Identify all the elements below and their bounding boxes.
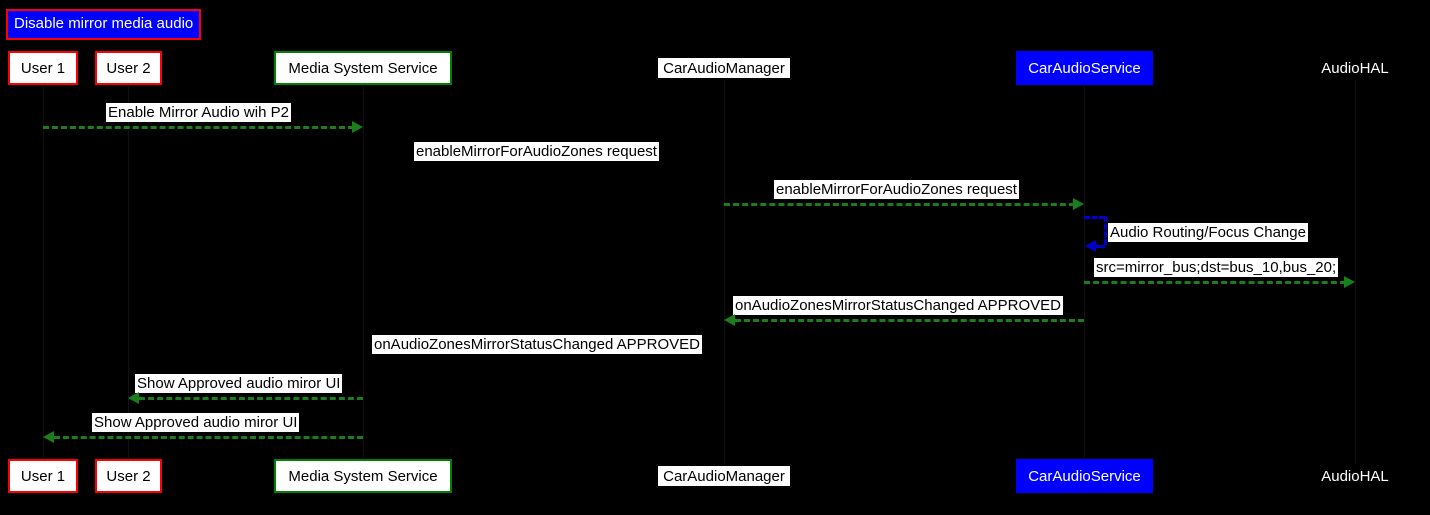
message-label-4: Audio Routing/Focus Change [1108, 223, 1308, 242]
participant-user1-bottom[interactable]: User 1 [8, 459, 78, 493]
selfloop-top-segment [1084, 216, 1105, 219]
message-line-8 [139, 397, 363, 400]
participant-media-system-service-top[interactable]: Media System Service [274, 51, 452, 85]
lifeline-car-audio-service [1084, 86, 1085, 458]
lifeline-car-audio-manager [724, 80, 725, 464]
participant-media-system-service-bottom[interactable]: Media System Service [274, 459, 452, 493]
selfloop-bottom-segment [1096, 245, 1105, 248]
participant-car-audio-manager-bottom[interactable]: CarAudioManager [658, 466, 790, 486]
message-label-2: enableMirrorForAudioZones request [414, 142, 659, 161]
message-label-1: Enable Mirror Audio wih P2 [106, 103, 291, 122]
lifeline-media-system-service [363, 86, 364, 458]
message-line-1 [43, 126, 354, 129]
participant-car-audio-manager-top[interactable]: CarAudioManager [658, 58, 790, 78]
selfloop-arrowhead [1085, 240, 1096, 252]
message-label-5: src=mirror_bus;dst=bus_10,bus_20; [1094, 258, 1339, 277]
lifeline-user2 [128, 86, 129, 458]
message-arrowhead-1 [352, 121, 363, 133]
message-arrowhead-3 [1073, 198, 1084, 210]
message-line-5 [1084, 281, 1346, 284]
message-line-9 [54, 436, 363, 439]
lifeline-audio-hal [1355, 80, 1356, 464]
message-label-9: Show Approved audio miror UI [92, 413, 300, 432]
message-arrowhead-5 [1344, 276, 1355, 288]
participant-user1-top[interactable]: User 1 [8, 51, 78, 85]
message-label-6: onAudioZonesMirrorStatusChanged APPROVED [733, 296, 1064, 315]
participant-user2-top[interactable]: User 2 [95, 51, 162, 85]
lifeline-user1 [43, 86, 44, 458]
participant-user2-bottom[interactable]: User 2 [95, 459, 162, 493]
message-arrowhead-8 [128, 392, 139, 404]
participant-audio-hal-bottom: AudioHAL [1321, 467, 1389, 485]
message-arrowhead-6 [724, 314, 735, 326]
participant-car-audio-service-top[interactable]: CarAudioService [1016, 51, 1153, 85]
participant-car-audio-service-bottom[interactable]: CarAudioService [1016, 459, 1153, 493]
diagram-title: Disable mirror media audio [6, 9, 202, 40]
message-arrowhead-9 [43, 431, 54, 443]
message-label-8: Show Approved audio miror UI [135, 374, 343, 393]
participant-audio-hal-top: AudioHAL [1321, 59, 1389, 77]
message-line-3 [724, 203, 1075, 206]
message-label-3: enableMirrorForAudioZones request [774, 180, 1019, 199]
message-line-6 [735, 319, 1084, 322]
message-label-7: onAudioZonesMirrorStatusChanged APPROVED [372, 335, 703, 354]
selfloop-right-segment [1104, 216, 1107, 245]
